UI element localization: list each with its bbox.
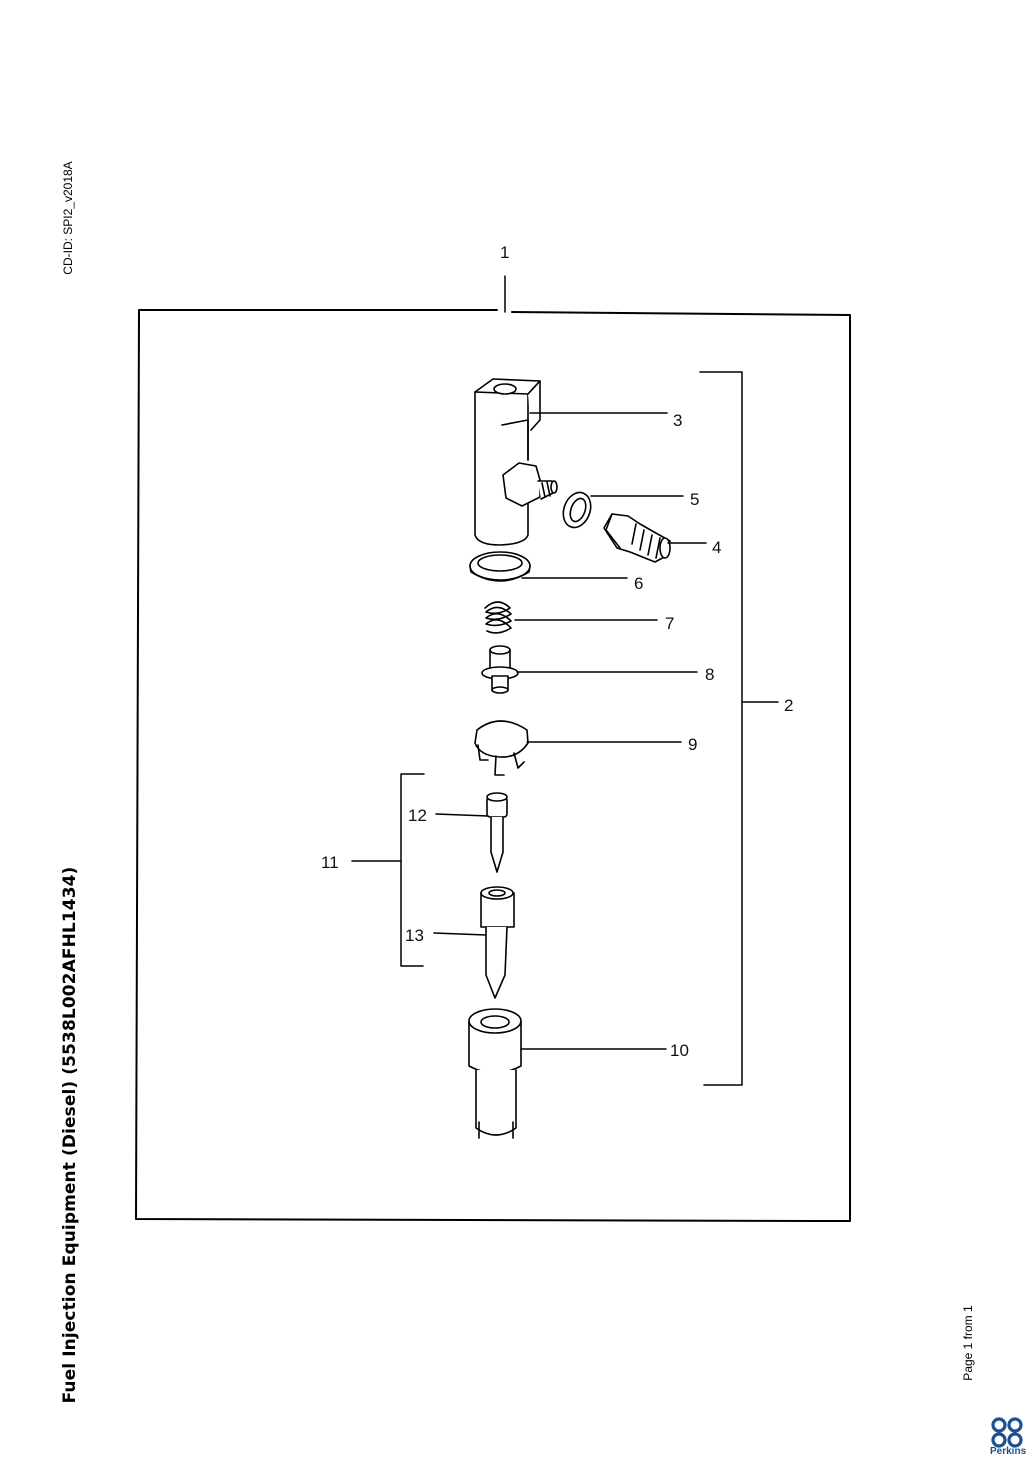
brand-name: Perkins: [990, 1446, 1027, 1457]
spring-part-7: [484, 601, 512, 634]
plunger-part-8: [481, 645, 519, 694]
cap-part-9: [474, 720, 529, 776]
leader-12: [435, 813, 489, 817]
adapter-part-4: [603, 513, 671, 563]
callout-11: 11: [321, 853, 339, 872]
leader-lines: [433, 412, 707, 1050]
callout-1: 1: [500, 243, 509, 262]
callout-6: 6: [634, 574, 643, 593]
washer-part-5: [562, 491, 592, 529]
bracket-11: [400, 773, 425, 967]
diagram-frame: [135, 309, 851, 1222]
callout-12: 12: [408, 806, 427, 825]
nozzle-nut-part-10: [468, 1008, 522, 1139]
seal-ring-part-6: [469, 551, 531, 582]
callout-13: 13: [405, 926, 424, 945]
callout-3: 3: [673, 411, 682, 430]
callout-7: 7: [665, 614, 674, 633]
callout-8: 8: [705, 665, 714, 684]
callout-9: 9: [688, 735, 697, 754]
needle-part-12: [486, 792, 508, 873]
callout-5: 5: [690, 490, 699, 509]
bracket-2: [699, 371, 743, 1086]
callout-10: 10: [670, 1041, 689, 1060]
callout-2: 2: [784, 696, 793, 715]
perkins-logo-icon: [991, 1417, 1023, 1448]
needle-body-part-13: [480, 886, 515, 999]
callout-4: 4: [712, 538, 721, 557]
leader-13: [433, 932, 487, 936]
injector-body-part-3: [474, 378, 558, 546]
